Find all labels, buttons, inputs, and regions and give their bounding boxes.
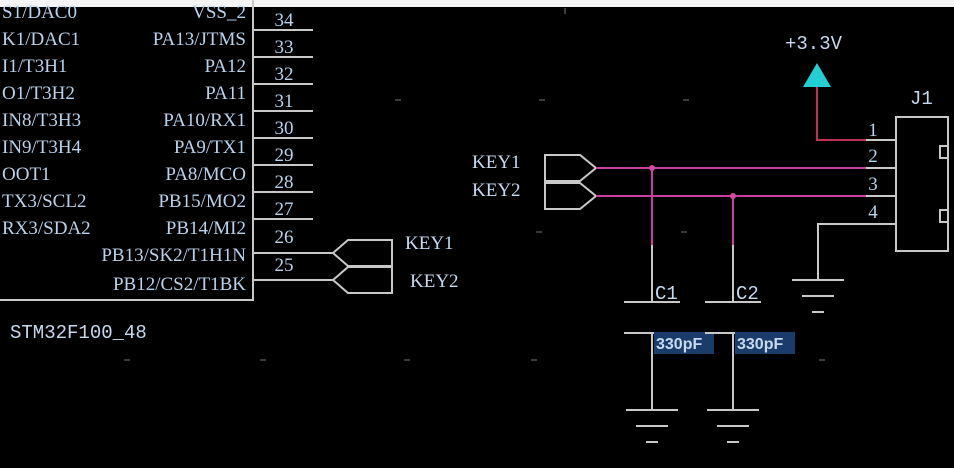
conn-key1-port bbox=[544, 154, 598, 182]
chip-pin-label: PB13/SK2/T1H1N bbox=[101, 245, 246, 266]
c2-value-highlight bbox=[735, 332, 795, 354]
key2-net-label: KEY2 bbox=[410, 271, 459, 292]
connector-key-notch bbox=[939, 145, 949, 159]
c1-ref: C1 bbox=[655, 283, 678, 305]
chip-left-label: K1/DAC1 bbox=[2, 29, 80, 50]
chip-pin-label: PB14/MI2 bbox=[166, 218, 246, 239]
chip-pin-label: PB12/CS2/T1BK bbox=[113, 274, 246, 295]
pin-number: 30 bbox=[275, 118, 294, 139]
chip-left-label: TX3/SCL2 bbox=[2, 191, 86, 212]
pin-number: 32 bbox=[275, 64, 294, 85]
pin-number: 26 bbox=[275, 227, 294, 248]
c1-value: 330pF bbox=[656, 336, 702, 353]
pin-number: 34 bbox=[275, 10, 295, 31]
pin-number: 33 bbox=[275, 37, 294, 58]
c1-value-highlight bbox=[654, 332, 714, 354]
connector-pin-number: 3 bbox=[868, 174, 878, 195]
chip-left-label: RX3/SDA2 bbox=[2, 218, 91, 239]
connector-key-notch bbox=[939, 209, 949, 223]
pin-number: 29 bbox=[275, 145, 294, 166]
conn-key2-port bbox=[544, 182, 598, 210]
chip-pin-label: PA9/TX1 bbox=[174, 137, 246, 158]
grid-tick-marks bbox=[124, 8, 825, 361]
chip-pin-label: PA12 bbox=[204, 56, 246, 77]
connector-pin-number: 1 bbox=[868, 120, 878, 141]
chip-pin-label: PA10/RX1 bbox=[163, 110, 246, 131]
chip-left-label: IN9/T3H4 bbox=[2, 137, 82, 158]
key1-net-port bbox=[331, 239, 393, 267]
power-arrow-icon bbox=[803, 63, 831, 87]
connector-ground-wire bbox=[817, 223, 866, 280]
top-strip bbox=[0, 0, 954, 7]
connector-pin-number: 2 bbox=[868, 146, 878, 167]
connector-ref: J1 bbox=[910, 88, 933, 110]
chip-left-label: I1/T3H1 bbox=[2, 56, 67, 77]
power-wire bbox=[816, 87, 866, 141]
chip-pin-label: PA13/JTMS bbox=[153, 29, 246, 50]
ground-symbol-c2 bbox=[707, 409, 759, 443]
c2-ref: C2 bbox=[736, 283, 759, 305]
chip-pin-label: PA11 bbox=[205, 83, 246, 104]
junction-dot bbox=[730, 193, 736, 199]
chip-pin-label: VSS_2 bbox=[192, 2, 246, 23]
chip-left-label: S1/DAC0 bbox=[2, 2, 77, 23]
chip-pin-label: PB15/MO2 bbox=[158, 191, 246, 212]
pin-number: 28 bbox=[275, 172, 294, 193]
ground-symbol-c1 bbox=[626, 409, 678, 443]
pin-number: 27 bbox=[275, 199, 294, 220]
ground-symbol-connector bbox=[792, 279, 844, 313]
junction-dot bbox=[649, 165, 655, 171]
key2-net-port bbox=[331, 266, 393, 294]
chip-pin-label: PA8/MCO bbox=[165, 164, 246, 185]
connector-pin-number: 4 bbox=[868, 202, 878, 223]
chip-left-label: OOT1 bbox=[2, 164, 51, 185]
chip-name: STM32F100_48 bbox=[10, 322, 147, 344]
chip-body-outline bbox=[0, 0, 254, 301]
power-label: +3.3V bbox=[785, 33, 843, 55]
connector-body bbox=[895, 116, 949, 252]
pin-number: 25 bbox=[275, 255, 294, 276]
key1-net-label: KEY1 bbox=[405, 233, 454, 254]
chip-left-label: IN8/T3H3 bbox=[2, 110, 81, 131]
conn-key1-label: KEY1 bbox=[472, 152, 521, 173]
chip-left-label: O1/T3H2 bbox=[2, 83, 75, 104]
c2-value: 330pF bbox=[737, 336, 783, 353]
pin-number: 31 bbox=[275, 91, 294, 112]
conn-key2-label: KEY2 bbox=[472, 180, 521, 201]
